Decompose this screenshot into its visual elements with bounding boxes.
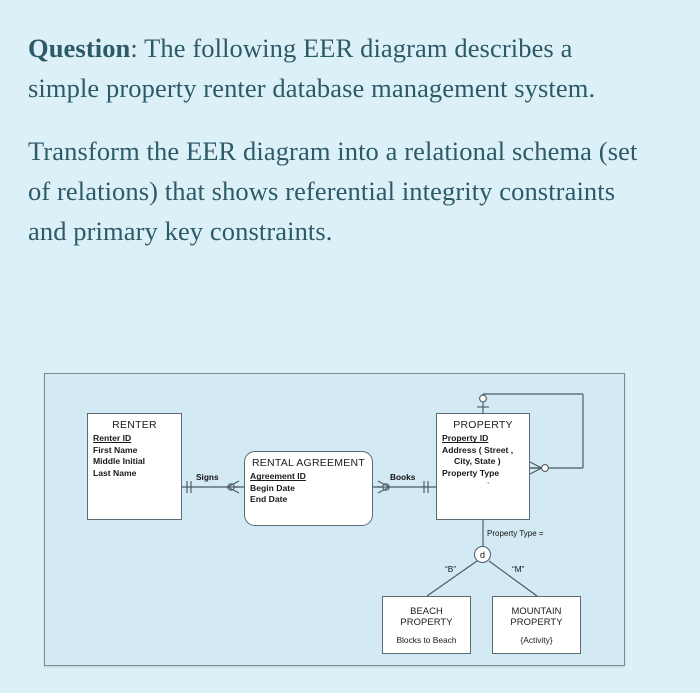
attr-renter-id: Renter ID xyxy=(93,433,132,444)
entity-rental-agreement-title: RENTAL AGREEMENT xyxy=(251,457,366,469)
attr-last-name: Last Name xyxy=(93,467,137,478)
entity-rental-agreement-attributes: Agreement ID Begin Date End Date xyxy=(245,469,372,505)
recursive-crowsfoot xyxy=(529,461,542,475)
attr-first-name: First Name xyxy=(93,444,138,455)
recursive-zero-circle-right xyxy=(541,464,549,472)
entity-property-title: PROPERTY xyxy=(453,419,513,431)
attr-blocks-to-beach: Blocks to Beach xyxy=(396,634,457,645)
attr-address-line1: Address ( Street , xyxy=(442,444,514,455)
entity-renter-title: RENTER xyxy=(112,419,157,431)
entity-mountain-property[interactable]: MOUNTAIN PROPERTY {Activity} xyxy=(492,596,581,654)
attr-property-type: Property Type xyxy=(442,467,500,478)
question-paragraph-2: Transform the EER diagram into a relatio… xyxy=(28,135,638,247)
eer-diagram-canvas: RENTER Renter ID First Name Middle Initi… xyxy=(45,374,624,665)
relationship-label-books: Books xyxy=(390,472,416,482)
attr-property-id: Property ID xyxy=(442,433,489,444)
wire-branch-mountain xyxy=(488,560,538,597)
entity-beach-property[interactable]: BEACH PROPERTY Blocks to Beach xyxy=(382,596,471,654)
wire-branch-beach xyxy=(426,560,478,597)
entity-renter-attributes: Renter ID First Name Middle Initial Last… xyxy=(88,431,181,479)
relationship-label-signs: Signs xyxy=(196,472,219,482)
question-label-separator: : xyxy=(130,33,145,63)
attr-begin-date: Begin Date xyxy=(250,482,295,493)
entity-beach-property-title: BEACH PROPERTY xyxy=(383,597,470,628)
entity-beach-property-title-line1: BEACH xyxy=(410,605,443,616)
stray-mark: , xyxy=(487,476,490,485)
entity-property[interactable]: PROPERTY Property ID Address ( Street , … xyxy=(436,413,530,520)
entity-property-attributes: Property ID Address ( Street , City, Sta… xyxy=(437,431,529,479)
entity-rental-agreement[interactable]: RENTAL AGREEMENT Agreement ID Begin Date… xyxy=(244,451,373,526)
diagram-connector-lines xyxy=(182,393,584,597)
attr-agreement-id: Agreement ID xyxy=(250,471,306,482)
signs-crowsfoot xyxy=(227,480,240,494)
entity-beach-property-title-line2: PROPERTY xyxy=(400,616,453,628)
specialization-branch-label-b: “B” xyxy=(445,564,457,574)
specialization-discriminator-label: Property Type = xyxy=(487,529,544,538)
attr-address-line2: City, State ) xyxy=(454,456,501,467)
attr-activity: {Activity} xyxy=(520,634,553,645)
books-crowsfoot xyxy=(377,480,390,494)
question-block: Question: The following EER diagram desc… xyxy=(28,28,640,273)
question-label: Question xyxy=(28,33,131,63)
recursive-zero-circle-top xyxy=(479,394,487,403)
entity-mountain-property-title-line1: MOUNTAIN xyxy=(511,605,562,616)
specialization-branch-label-m: “M” xyxy=(512,564,525,574)
question-text-1: The following EER diagram describes a si… xyxy=(28,33,596,104)
entity-mountain-property-title-line2: PROPERTY xyxy=(510,616,563,628)
attr-end-date: End Date xyxy=(250,494,288,505)
entity-mountain-property-title: MOUNTAIN PROPERTY xyxy=(493,597,580,628)
question-paragraph-1: Question: The following EER diagram desc… xyxy=(28,28,640,109)
entity-renter[interactable]: RENTER Renter ID First Name Middle Initi… xyxy=(87,413,182,520)
specialization-disjoint-circle[interactable]: d xyxy=(474,546,491,563)
attr-middle-initial: Middle Initial xyxy=(93,456,146,467)
eer-diagram-frame: RENTER Renter ID First Name Middle Initi… xyxy=(44,373,625,666)
